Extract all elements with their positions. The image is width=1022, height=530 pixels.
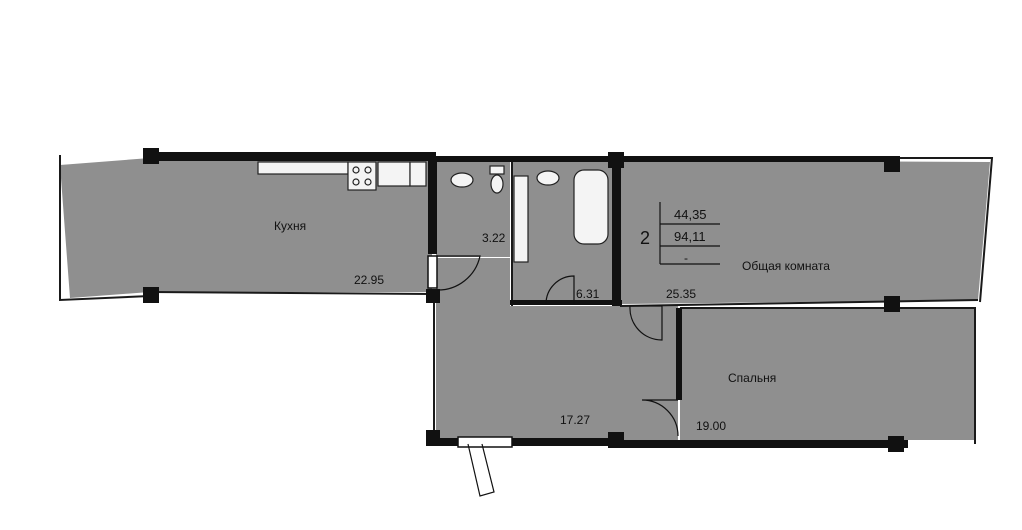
- column: [143, 148, 159, 164]
- burner-icon: [352, 166, 360, 174]
- bathtub-icon: [573, 169, 609, 245]
- bath-door-swing: [545, 275, 575, 305]
- bath-sink-icon: [536, 170, 560, 186]
- kitchen-door-opening: [427, 255, 438, 289]
- kitchen-area-label: 22.95: [354, 273, 384, 287]
- bath-area-label: 6.31: [576, 287, 600, 301]
- toilet-icon: [490, 174, 504, 194]
- rooms-count: 2: [640, 228, 650, 248]
- column: [426, 289, 440, 303]
- living-room-label: Общая комната: [742, 259, 830, 273]
- kitchen-label: Кухня: [274, 219, 306, 233]
- column: [143, 287, 159, 303]
- washing-machine-icon: [513, 175, 529, 263]
- kitchen-counter: [257, 161, 349, 175]
- bedroom-left-wall: [676, 308, 682, 400]
- entrance-door-opening: [457, 436, 513, 448]
- kitchen-top-wall: [150, 152, 436, 161]
- bedroom-area: [680, 308, 975, 440]
- bottom-wall-right: [512, 438, 622, 446]
- total-area-value: 94,11: [674, 229, 706, 244]
- bedroom-label: Спальня: [728, 371, 776, 385]
- column: [884, 296, 900, 312]
- bedroom-bottom-wall: [622, 440, 908, 448]
- living-room-area: [620, 160, 990, 304]
- column: [426, 430, 440, 446]
- wc-area-label: 3.22: [482, 231, 506, 245]
- bedroom-outline: [680, 307, 976, 444]
- bedroom-door-swing: [641, 399, 679, 437]
- entrance-door-leaf: [467, 443, 495, 497]
- wall-bath-living: [612, 158, 621, 306]
- bedroom-area-label: 19.00: [696, 419, 726, 433]
- kitchen-cabinet: [409, 161, 427, 187]
- hall-area: [436, 258, 678, 440]
- kitchen-sink-icon: [377, 161, 411, 187]
- wc-sink-icon: [450, 172, 474, 188]
- column: [888, 436, 904, 452]
- living-door-swing: [629, 305, 663, 341]
- living-bottom-wall: [619, 299, 979, 307]
- kitchen-area: [60, 158, 432, 298]
- burner-icon: [364, 166, 372, 174]
- living-area-value: 44,35: [674, 207, 707, 222]
- burner-icon: [364, 178, 372, 186]
- kitchen-balcony-outline: [59, 155, 151, 302]
- wall-kitchen-wc: [428, 158, 437, 254]
- column: [884, 156, 900, 172]
- kitchen-bottom-wall: [149, 291, 433, 295]
- hall-area-label: 17.27: [560, 413, 590, 427]
- stove-icon: [347, 161, 377, 191]
- bath-top-wall: [436, 156, 616, 162]
- toilet-tank-icon: [489, 165, 505, 175]
- entrance-bottom-wall: [434, 438, 458, 446]
- column: [608, 432, 624, 448]
- living-room-area-label: 25.35: [666, 287, 696, 301]
- column: [608, 152, 624, 168]
- kitchen-door-swing: [436, 255, 481, 291]
- burner-icon: [352, 178, 360, 186]
- extra-value: -: [684, 251, 688, 265]
- hall-partition: [510, 300, 622, 305]
- living-top-wall: [620, 156, 892, 162]
